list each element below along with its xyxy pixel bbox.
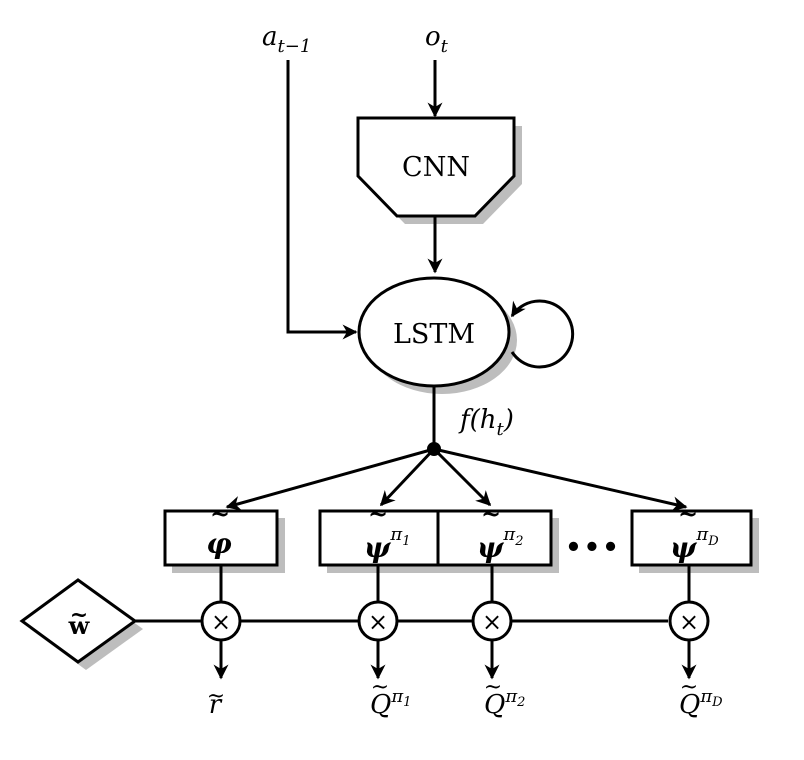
feature-box-phi: ~ φ: [163, 499, 285, 573]
feature-box-psi-d: ~ ψπD: [630, 499, 759, 573]
multiply-node-q1: ×: [357, 600, 399, 642]
feature-label-psi-1: ψπ1: [364, 524, 410, 564]
svg-text:QπD: QπD: [679, 686, 723, 720]
branch-arrow-psi-d: [433, 447, 688, 512]
cnn-block: CNN: [356, 116, 522, 224]
svg-text:~: ~: [207, 684, 225, 709]
observation-input-label: ot: [425, 22, 449, 57]
feature-tilde: ~: [481, 499, 501, 528]
feature-label-psi-2: ψπ2: [477, 524, 523, 564]
multiply-node-r: ×: [200, 600, 242, 642]
svg-text:×: ×: [482, 608, 502, 636]
output-label-r: ~ r: [207, 684, 225, 720]
lstm-label: LSTM: [393, 319, 475, 350]
feature-box-psi-1: ~ ψπ1: [318, 499, 446, 573]
feature-tilde: ~: [368, 499, 388, 528]
output-label-q1: ~ Qπ1: [370, 675, 411, 720]
feature-tilde: ~: [210, 499, 230, 528]
branch-arrow-psi-1: [379, 447, 436, 507]
action-to-lstm-arrow: [286, 60, 358, 340]
weight-label: w: [68, 611, 91, 640]
svg-text:~: ~: [680, 675, 698, 700]
feature-tilde: ~: [678, 499, 698, 528]
cnn-label: CNN: [402, 152, 470, 183]
feature-box-psi-2: ~ ψπ2: [436, 499, 559, 573]
svg-text:~: ~: [371, 675, 389, 700]
branch-arrow-psi-2: [432, 447, 492, 507]
weight-tilde: ~: [70, 602, 88, 628]
lstm-output-label: f(ht): [458, 405, 514, 440]
feature-label-psi-d: ψπD: [670, 524, 719, 564]
action-input-label: at−1: [262, 22, 311, 57]
svg-text:r: r: [209, 690, 223, 720]
weight-diamond: ~ w: [19, 578, 143, 670]
svg-text:Qπ2: Qπ2: [484, 686, 525, 720]
lstm-recurrent-loop: [510, 299, 575, 369]
feature-label-phi: φ: [206, 527, 232, 560]
lstm-block: LSTM: [357, 276, 517, 394]
output-label-q2: ~ Qπ2: [484, 675, 526, 720]
multiply-node-q2: ×: [471, 600, 513, 642]
svg-text:×: ×: [368, 608, 388, 636]
branch-arrow-phi: [225, 447, 435, 511]
ellipsis: •••: [565, 533, 621, 563]
svg-text:~: ~: [484, 675, 502, 700]
svg-text:×: ×: [211, 608, 231, 636]
output-label-qd: ~ QπD: [679, 675, 723, 720]
svg-text:×: ×: [679, 608, 699, 636]
multiply-node-qd: ×: [668, 600, 710, 642]
svg-text:Qπ1: Qπ1: [370, 686, 411, 720]
